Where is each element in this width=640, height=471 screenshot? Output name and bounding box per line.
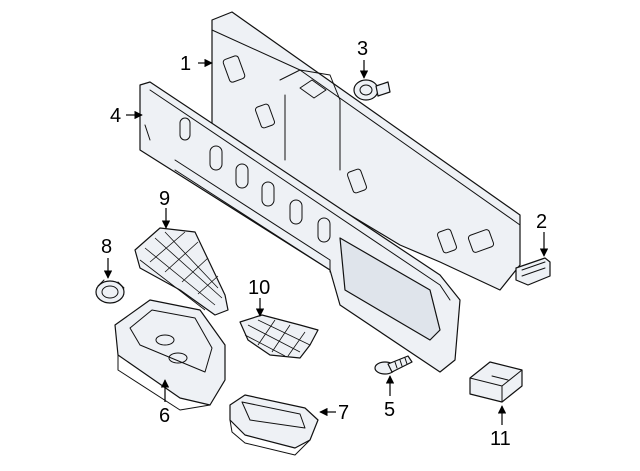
part-9-cargo-net	[134, 227, 229, 316]
callout-10: 10	[248, 277, 270, 299]
part-7-tray	[229, 394, 319, 456]
callout-4: 4	[110, 105, 121, 127]
callout-8: 8	[101, 236, 112, 258]
part-5-push-pin	[374, 355, 413, 375]
callout-11: 11	[490, 428, 511, 450]
part-4-lower-trim-panel	[139, 81, 461, 373]
part-8-grommet	[95, 279, 125, 304]
callout-9: 9	[159, 188, 170, 210]
callout-7: 7	[338, 402, 349, 424]
callout-6: 6	[159, 405, 170, 427]
callout-3: 3	[357, 38, 368, 60]
callout-2: 2	[536, 211, 547, 233]
panel-slots	[179, 117, 331, 243]
part-3-push-clip	[353, 79, 391, 101]
callout-1: 1	[180, 53, 191, 75]
part-11-label-block	[469, 361, 523, 403]
part-2-bracket	[515, 257, 551, 286]
callout-labels: 1 2 3 4 5 6 7 8 9 10 11	[101, 38, 547, 450]
part-6-storage-tray	[114, 299, 226, 411]
leader-lines	[103, 58, 549, 425]
callout-5: 5	[384, 399, 395, 421]
part-1-upper-trim-panel	[211, 11, 521, 291]
part-10-small-net	[239, 314, 319, 359]
